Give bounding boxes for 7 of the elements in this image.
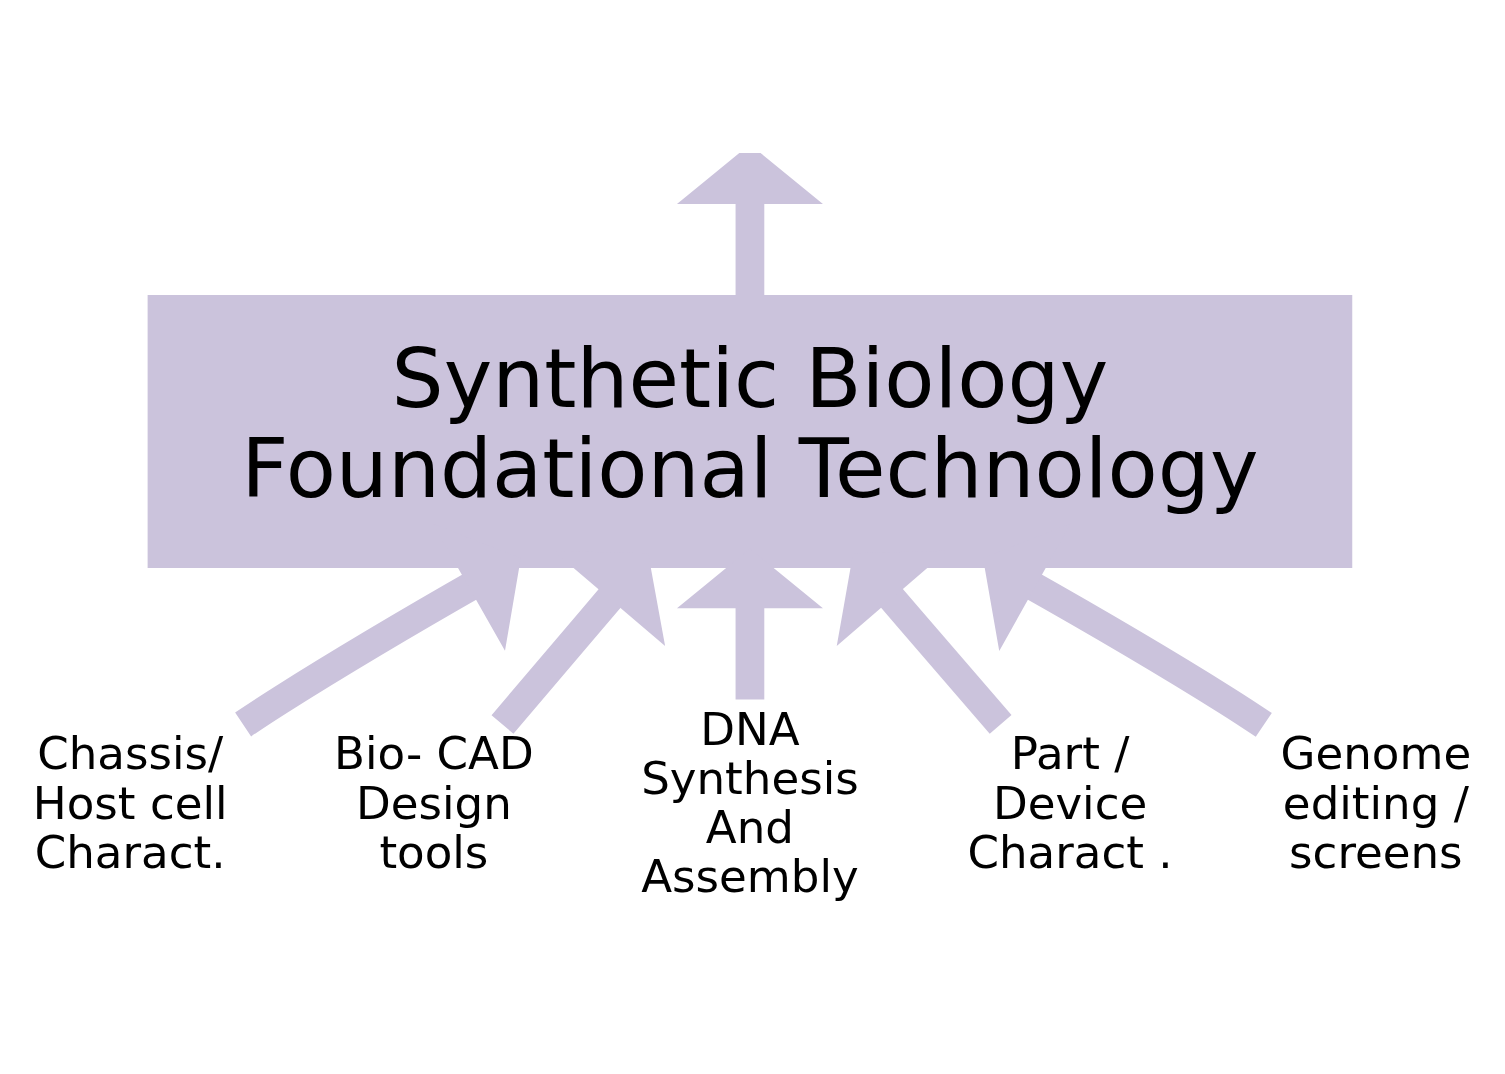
node-text: Chassis/ Host cell Charact. [32, 726, 228, 879]
node-text: Genome editing / screens [1280, 726, 1472, 879]
arrow [676, 152, 823, 296]
node-text: DNA Synthesis And Assembly [641, 702, 859, 903]
node-box: Synthetic Biology Foundational Technology [147, 294, 1353, 568]
node-text: Bio- CAD Design tools [334, 726, 534, 879]
node-text: Part / Device Charact . [967, 726, 1173, 879]
